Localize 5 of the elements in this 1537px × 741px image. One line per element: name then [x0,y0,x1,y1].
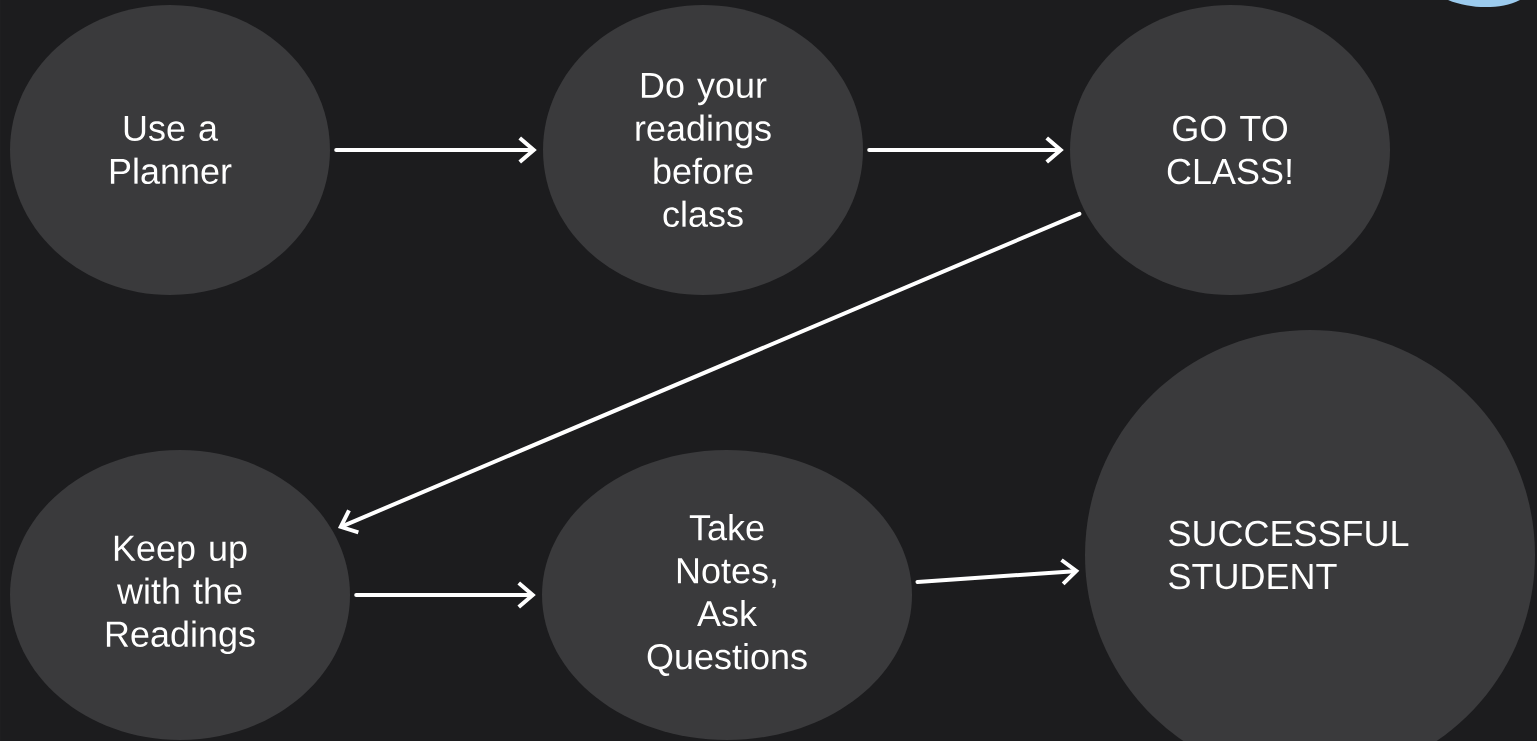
arrow [867,136,1064,164]
arrow [915,558,1080,586]
arrow [334,136,537,164]
arrow [337,211,1082,535]
arrow [354,581,536,609]
